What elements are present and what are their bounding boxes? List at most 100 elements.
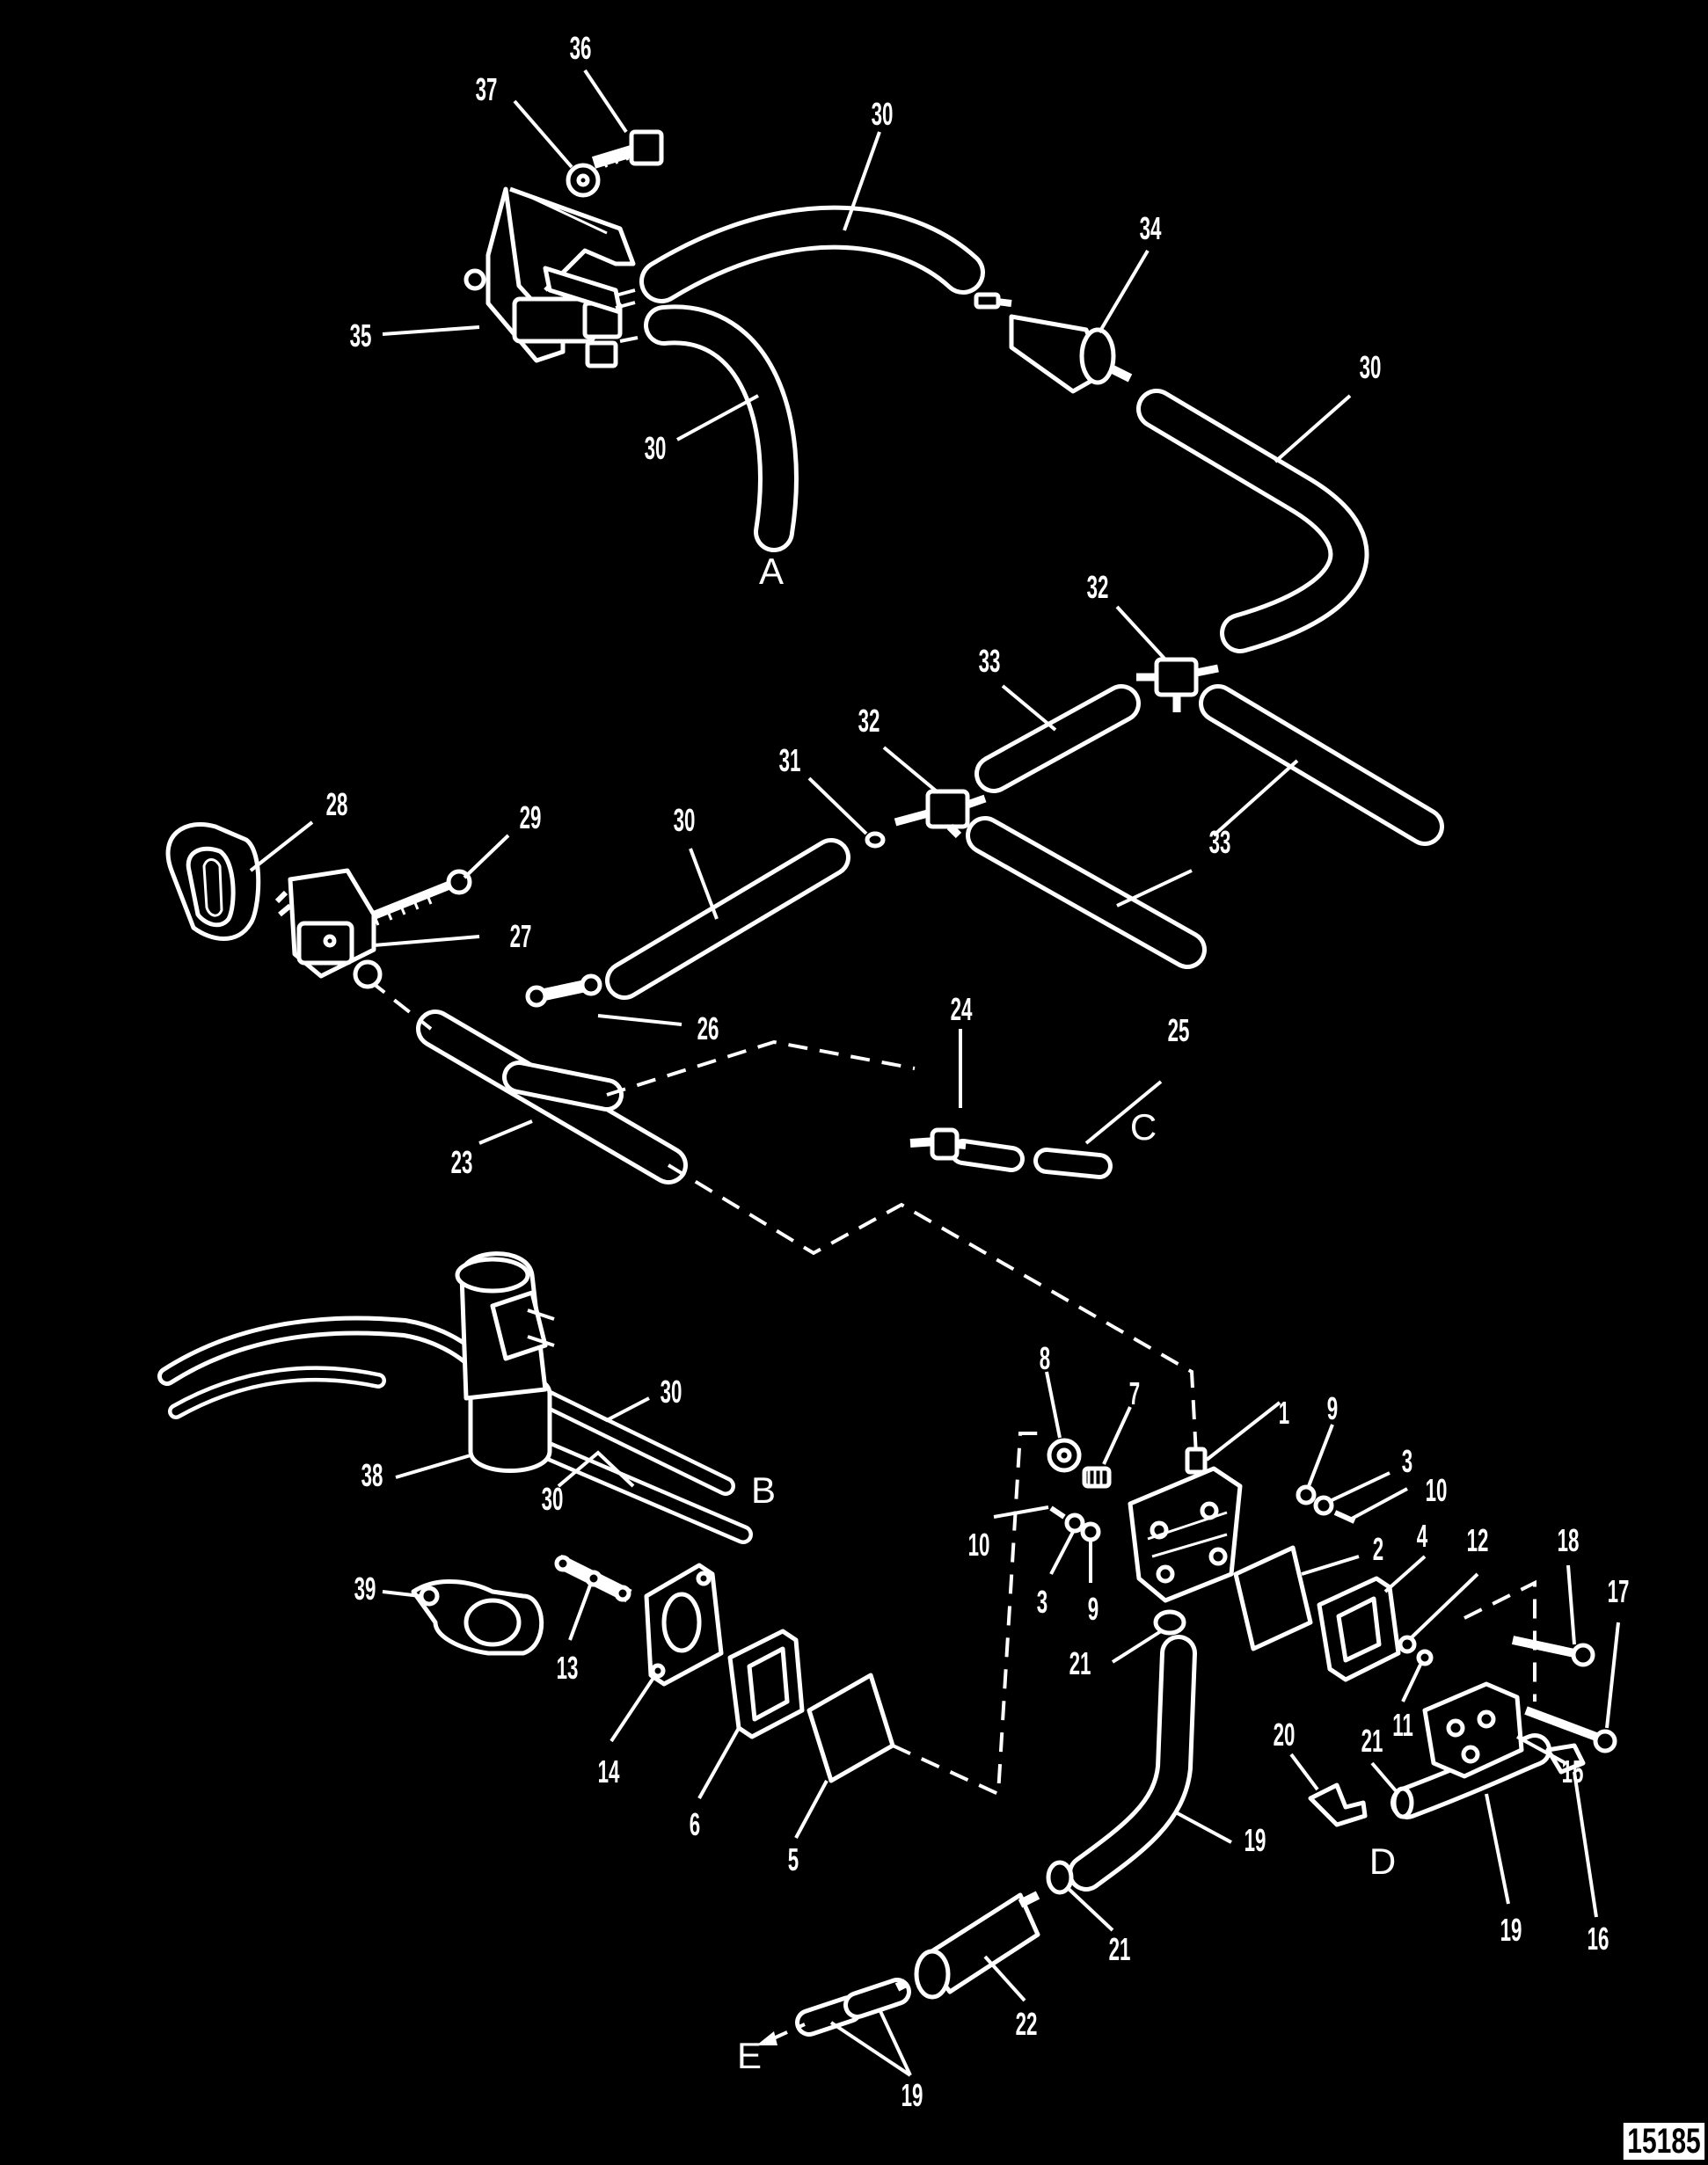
retainer-7 <box>1082 1466 1112 1489</box>
fuel-hose-25 <box>950 1139 1113 1179</box>
fuel-hose-33-upper <box>974 684 1141 793</box>
inline-fuel-filter-22 <box>894 1891 1040 2000</box>
callout-22: 22 <box>1015 2006 1038 2042</box>
leader-8 <box>1045 1371 1062 1439</box>
callout-26: 26 <box>697 1010 719 1046</box>
callout-28: 28 <box>325 786 348 822</box>
leader-30-38-lower <box>557 1450 635 1488</box>
callout-30-top: 30 <box>871 96 894 132</box>
leader-21-a <box>1111 1629 1163 1664</box>
callout-35: 35 <box>349 317 372 354</box>
leader-25 <box>1084 1080 1163 1145</box>
fuel-hose-19-long <box>1068 1635 1197 1892</box>
callout-10-left: 10 <box>967 1527 990 1563</box>
connection-label-b: B <box>750 1469 777 1511</box>
callout-25: 25 <box>1167 1012 1190 1048</box>
elbow-fitting-20 <box>1308 1782 1368 1827</box>
leader-14 <box>609 1673 657 1743</box>
callout-31: 31 <box>778 742 801 778</box>
callout-29: 29 <box>519 799 542 835</box>
callout-3-left: 3 <box>1036 1584 1048 1620</box>
leader-35 <box>382 325 480 336</box>
leader-38 <box>395 1454 471 1479</box>
leader-21-c <box>1067 1887 1114 1932</box>
callout-21-b: 21 <box>1361 1723 1383 1759</box>
connection-label-e: E <box>736 2035 763 2076</box>
callout-19-long: 19 <box>1244 1822 1266 1858</box>
connection-label-c: C <box>1129 1106 1157 1148</box>
callout-19-right: 19 <box>1500 1912 1522 1948</box>
leader-29 <box>463 834 510 879</box>
fuel-hose-30-top <box>639 205 985 303</box>
leader-11 <box>1401 1664 1422 1702</box>
hose-clamp-21-a <box>1153 1609 1186 1636</box>
callout-20: 20 <box>1273 1717 1296 1753</box>
gasket-4 <box>1317 1576 1401 1682</box>
leader-39 <box>382 1590 421 1598</box>
leader-6 <box>697 1727 741 1799</box>
fuel-hose-30-middle <box>605 838 850 1000</box>
leader-9-right <box>1307 1424 1334 1487</box>
callout-14: 14 <box>597 1753 620 1790</box>
leader-13 <box>568 1582 593 1641</box>
callout-2: 2 <box>1372 1531 1384 1567</box>
fuel-hose-33-lower <box>966 816 1207 969</box>
callout-3-right: 3 <box>1401 1443 1413 1479</box>
leader-26 <box>597 1014 682 1026</box>
leader-30-a <box>676 394 759 441</box>
tee-fitting-32-upper <box>1136 657 1219 712</box>
callout-15: 15 <box>1561 1753 1584 1790</box>
leader-19-long <box>1173 1810 1232 1844</box>
leader-33-lower <box>1116 869 1193 908</box>
callout-11: 11 <box>1392 1707 1413 1743</box>
callout-9-left: 9 <box>1087 1591 1099 1627</box>
callout-6: 6 <box>689 1806 701 1842</box>
callout-30-pair-upper: 30 <box>660 1374 682 1410</box>
check-valve-parts-left <box>1049 1505 1101 1542</box>
leader-21-b <box>1370 1761 1400 1796</box>
callout-30-right: 30 <box>1359 349 1382 385</box>
hose-clamp-21-b <box>1391 1786 1414 1819</box>
route-23-to-1 <box>667 1163 1198 1456</box>
callout-38: 38 <box>361 1457 383 1493</box>
callout-4: 4 <box>1416 1518 1428 1554</box>
fuel-hose-23-tee <box>416 1010 688 1185</box>
washer-37 <box>566 163 601 198</box>
callout-13: 13 <box>556 1650 579 1686</box>
fuel-pump-body-1 <box>1128 1447 1243 1603</box>
callout-5: 5 <box>787 1841 799 1877</box>
callout-19-short: 19 <box>901 2077 923 2113</box>
leader-34 <box>1098 249 1150 334</box>
screw-18 <box>1511 1636 1595 1667</box>
leader-10-left <box>993 1505 1049 1519</box>
callout-8: 8 <box>1039 1340 1051 1376</box>
leader-28 <box>249 820 314 872</box>
leader-30-mid <box>689 848 719 920</box>
callout-27: 27 <box>509 918 532 954</box>
leader-23 <box>478 1119 533 1145</box>
leader-22 <box>983 1955 1026 2002</box>
callout-21-a: 21 <box>1069 1645 1091 1681</box>
callout-34: 34 <box>1139 210 1162 246</box>
screw-17 <box>1524 1706 1617 1753</box>
leader-7 <box>1102 1406 1132 1465</box>
fuel-hose-19-right <box>1390 1733 1551 1819</box>
leader-30-right <box>1274 394 1352 463</box>
leader-10-right <box>1349 1487 1408 1521</box>
washer-12 <box>1398 1635 1434 1666</box>
leader-19-right <box>1485 1793 1510 1905</box>
leader-15 <box>1516 1735 1566 1765</box>
diaphragm-2 <box>1233 1545 1313 1651</box>
callout-30-middle: 30 <box>673 802 696 838</box>
leader-3-left <box>1049 1531 1075 1575</box>
leader-27 <box>373 935 480 947</box>
pump-base-14 <box>644 1563 724 1687</box>
leader-1 <box>1205 1401 1281 1462</box>
callout-1: 1 <box>1278 1395 1290 1431</box>
callout-33-right: 33 <box>1208 824 1231 860</box>
leader-16 <box>1573 1771 1598 1918</box>
hose-clamp-21-c <box>1046 1860 1074 1895</box>
leader-5 <box>794 1780 828 1839</box>
leader-3-right <box>1327 1471 1390 1504</box>
